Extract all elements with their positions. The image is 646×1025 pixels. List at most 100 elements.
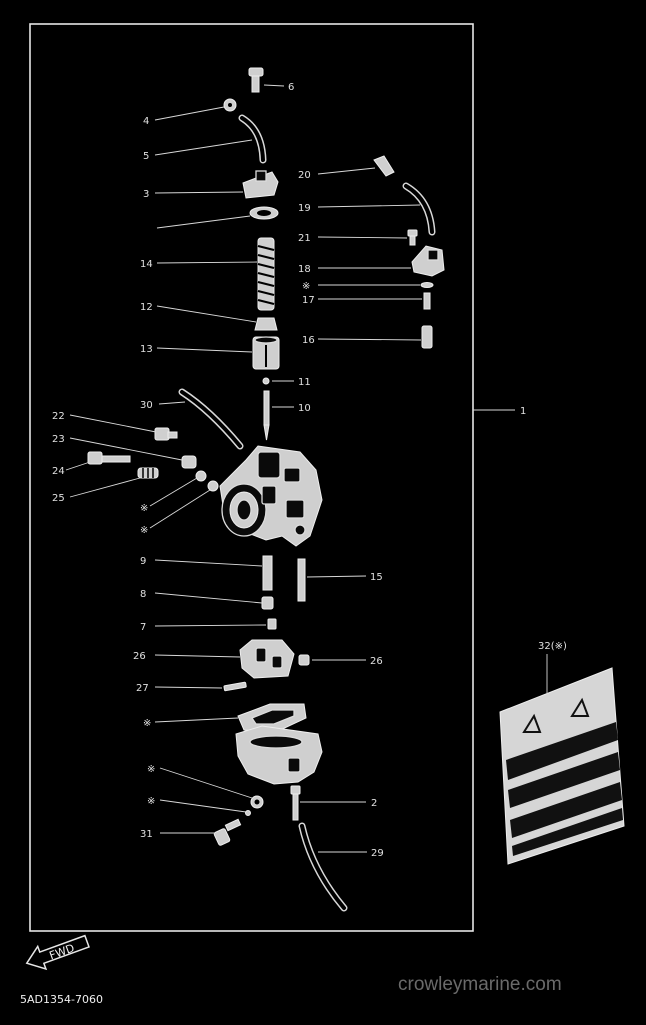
leader-5: [154, 139, 253, 156]
leader-27: [154, 686, 223, 689]
callout-12: 12: [140, 302, 153, 313]
callout-19: 19: [298, 203, 311, 214]
leader-30: [158, 401, 186, 405]
leader-7: [154, 624, 267, 627]
callout-11: 11: [298, 377, 311, 388]
callout-star-drain-a: ※: [147, 764, 155, 775]
drain-seal-hole: [254, 799, 260, 805]
part-seal-a: [195, 470, 207, 482]
leader-15: [306, 575, 367, 578]
leader-12: [156, 305, 257, 323]
part-o-ring: [420, 282, 434, 288]
part-12-seat: [254, 317, 278, 331]
callout-star-a: ※: [140, 503, 148, 514]
part-15-stud: [297, 558, 306, 602]
callout-23: 23: [52, 434, 65, 445]
callout-6: 6: [288, 82, 294, 93]
callout-32: 32(※): [538, 641, 567, 652]
leader-14: [156, 261, 258, 264]
callout-24: 24: [52, 466, 65, 477]
leader-21: [317, 236, 408, 239]
washer-hole: [257, 210, 271, 216]
part-26-pin: [298, 654, 310, 666]
part-1-carburetor-body: [219, 445, 323, 547]
fwd-label: FWD: [48, 941, 77, 962]
callout-26a: 26: [133, 651, 146, 662]
callout-26b: 26: [370, 656, 383, 667]
leader-star-b: [149, 489, 211, 529]
callout-15: 15: [370, 572, 383, 583]
callout-9: 9: [140, 556, 146, 567]
part-10-needle: [263, 390, 270, 441]
leader-23: [69, 437, 183, 461]
part-21-screw: [407, 229, 418, 246]
callout-1: 1: [520, 406, 526, 417]
part-22-jet: [154, 427, 178, 441]
part-25-spring: [137, 467, 159, 479]
part-small-washer: [245, 810, 251, 816]
part-31-drain-screw: [213, 818, 242, 846]
callout-13: 13: [140, 344, 153, 355]
part-27-screw: [223, 681, 247, 692]
callout-31: 31: [140, 829, 153, 840]
callout-3: 3: [143, 189, 149, 200]
callout-7: 7: [140, 622, 146, 633]
leader-16: [317, 338, 422, 341]
leader-8: [154, 592, 263, 604]
callout-10: 10: [298, 403, 311, 414]
fwd-arrow-icon: FWD: [25, 934, 90, 971]
part-float-bowl: [235, 725, 323, 785]
callout-14: 14: [140, 259, 153, 270]
leader-washer: [156, 215, 251, 229]
callout-30: 30: [140, 400, 153, 411]
part-9-tube: [262, 555, 273, 591]
part-20-fitting: [373, 155, 395, 177]
leader-3: [154, 191, 244, 194]
leader-24: [65, 461, 91, 471]
callout-5: 5: [143, 151, 149, 162]
leader-star-gasket: [154, 717, 239, 723]
part-18-cap: [411, 245, 445, 277]
leader-25: [69, 477, 141, 498]
callout-29: 29: [371, 848, 384, 859]
leader-13: [156, 347, 253, 353]
part-2-screw: [290, 785, 301, 821]
leader-star-drain-b: [159, 799, 247, 813]
callout-16: 16: [302, 335, 315, 346]
diagram-frame: [29, 23, 474, 932]
leader-22: [69, 414, 157, 433]
part-5-hose: [238, 114, 267, 164]
callout-18: 18: [298, 264, 311, 275]
leader-19: [317, 204, 421, 208]
part-23-screw: [181, 455, 197, 469]
part-7-jet: [267, 618, 277, 630]
part-16-plunger: [421, 325, 433, 349]
callout-17: 17: [302, 295, 315, 306]
callout-27: 27: [136, 683, 149, 694]
callout-star-gasket: ※: [143, 718, 151, 729]
callout-4: 4: [143, 116, 149, 127]
callout-20: 20: [298, 170, 311, 181]
leader-26a: [154, 654, 241, 658]
part-29-drain-hose: [298, 822, 348, 912]
callout-8: 8: [140, 589, 146, 600]
leader-6: [263, 84, 285, 87]
part-30-hose: [178, 388, 244, 450]
leader-4: [154, 106, 225, 121]
part-14-spring: [257, 237, 275, 311]
leader-9: [154, 559, 263, 567]
part-17-pin: [423, 292, 431, 310]
callout-star-upper: ※: [302, 281, 310, 292]
callout-22: 22: [52, 411, 65, 422]
leader-20: [317, 167, 376, 175]
part-11-clip: [262, 377, 270, 385]
leader-star-drain-a: [159, 767, 253, 799]
part-gasket: [237, 703, 307, 733]
part-3-cap: [242, 170, 279, 199]
callout-21: 21: [298, 233, 311, 244]
part-24-screw: [87, 451, 131, 465]
watermark: crowleymarine.com: [398, 974, 562, 995]
callout-star-b: ※: [140, 525, 148, 536]
part-19-hose: [402, 182, 436, 236]
